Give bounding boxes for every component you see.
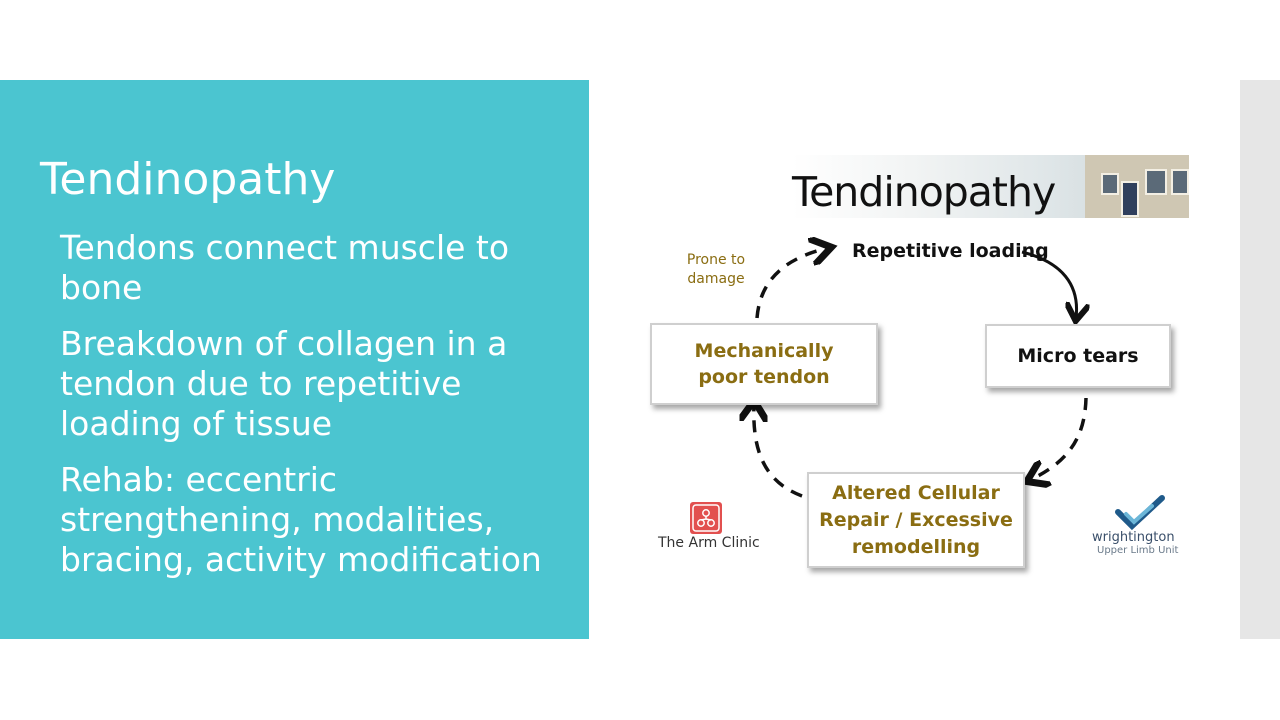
arrow-right-to-bottom [1030,397,1088,480]
node-label: Mechanically poor tendon [694,340,834,388]
node-label: Micro tears [1017,345,1139,367]
bullet-item: Breakdown of collagen in a tendon due to… [60,324,508,443]
bullet-item: Tendons connect muscle to bone [60,228,510,307]
building-photo [1085,155,1189,218]
figure-title: Tendinopathy [792,168,1056,216]
title-panel [0,80,589,639]
wrightington-sublabel: Upper Limb Unit [1097,545,1179,556]
slide-title: Tendinopathy [40,154,336,205]
node-altered-repair: Altered Cellular Repair / Excessive remo… [807,472,1025,568]
node-micro-tears: Micro tears [985,324,1171,388]
arrow-bottom-to-left [754,404,803,498]
prone-label: Prone to damage [686,252,746,287]
arrow-top-to-right [1021,250,1077,318]
arm-clinic-label: The Arm Clinic [658,535,760,551]
arrow-left-to-top [755,248,828,319]
arm-clinic-logo-icon [690,502,722,534]
wrightington-label: wrightington [1092,530,1175,545]
wrightington-logo-icon [1115,495,1165,531]
node-label: Altered Cellular Repair / Excessive remo… [819,481,1013,558]
repetitive-loading-label: Repetitive loading [852,240,1049,262]
side-strip [1240,80,1280,639]
node-mechanically-poor-tendon: Mechanically poor tendon [650,323,878,405]
bullet-item: Rehab: eccentric strengthening, modaliti… [60,460,542,579]
bullet-list: Tendons connect muscle to bone Breakdown… [60,228,570,596]
